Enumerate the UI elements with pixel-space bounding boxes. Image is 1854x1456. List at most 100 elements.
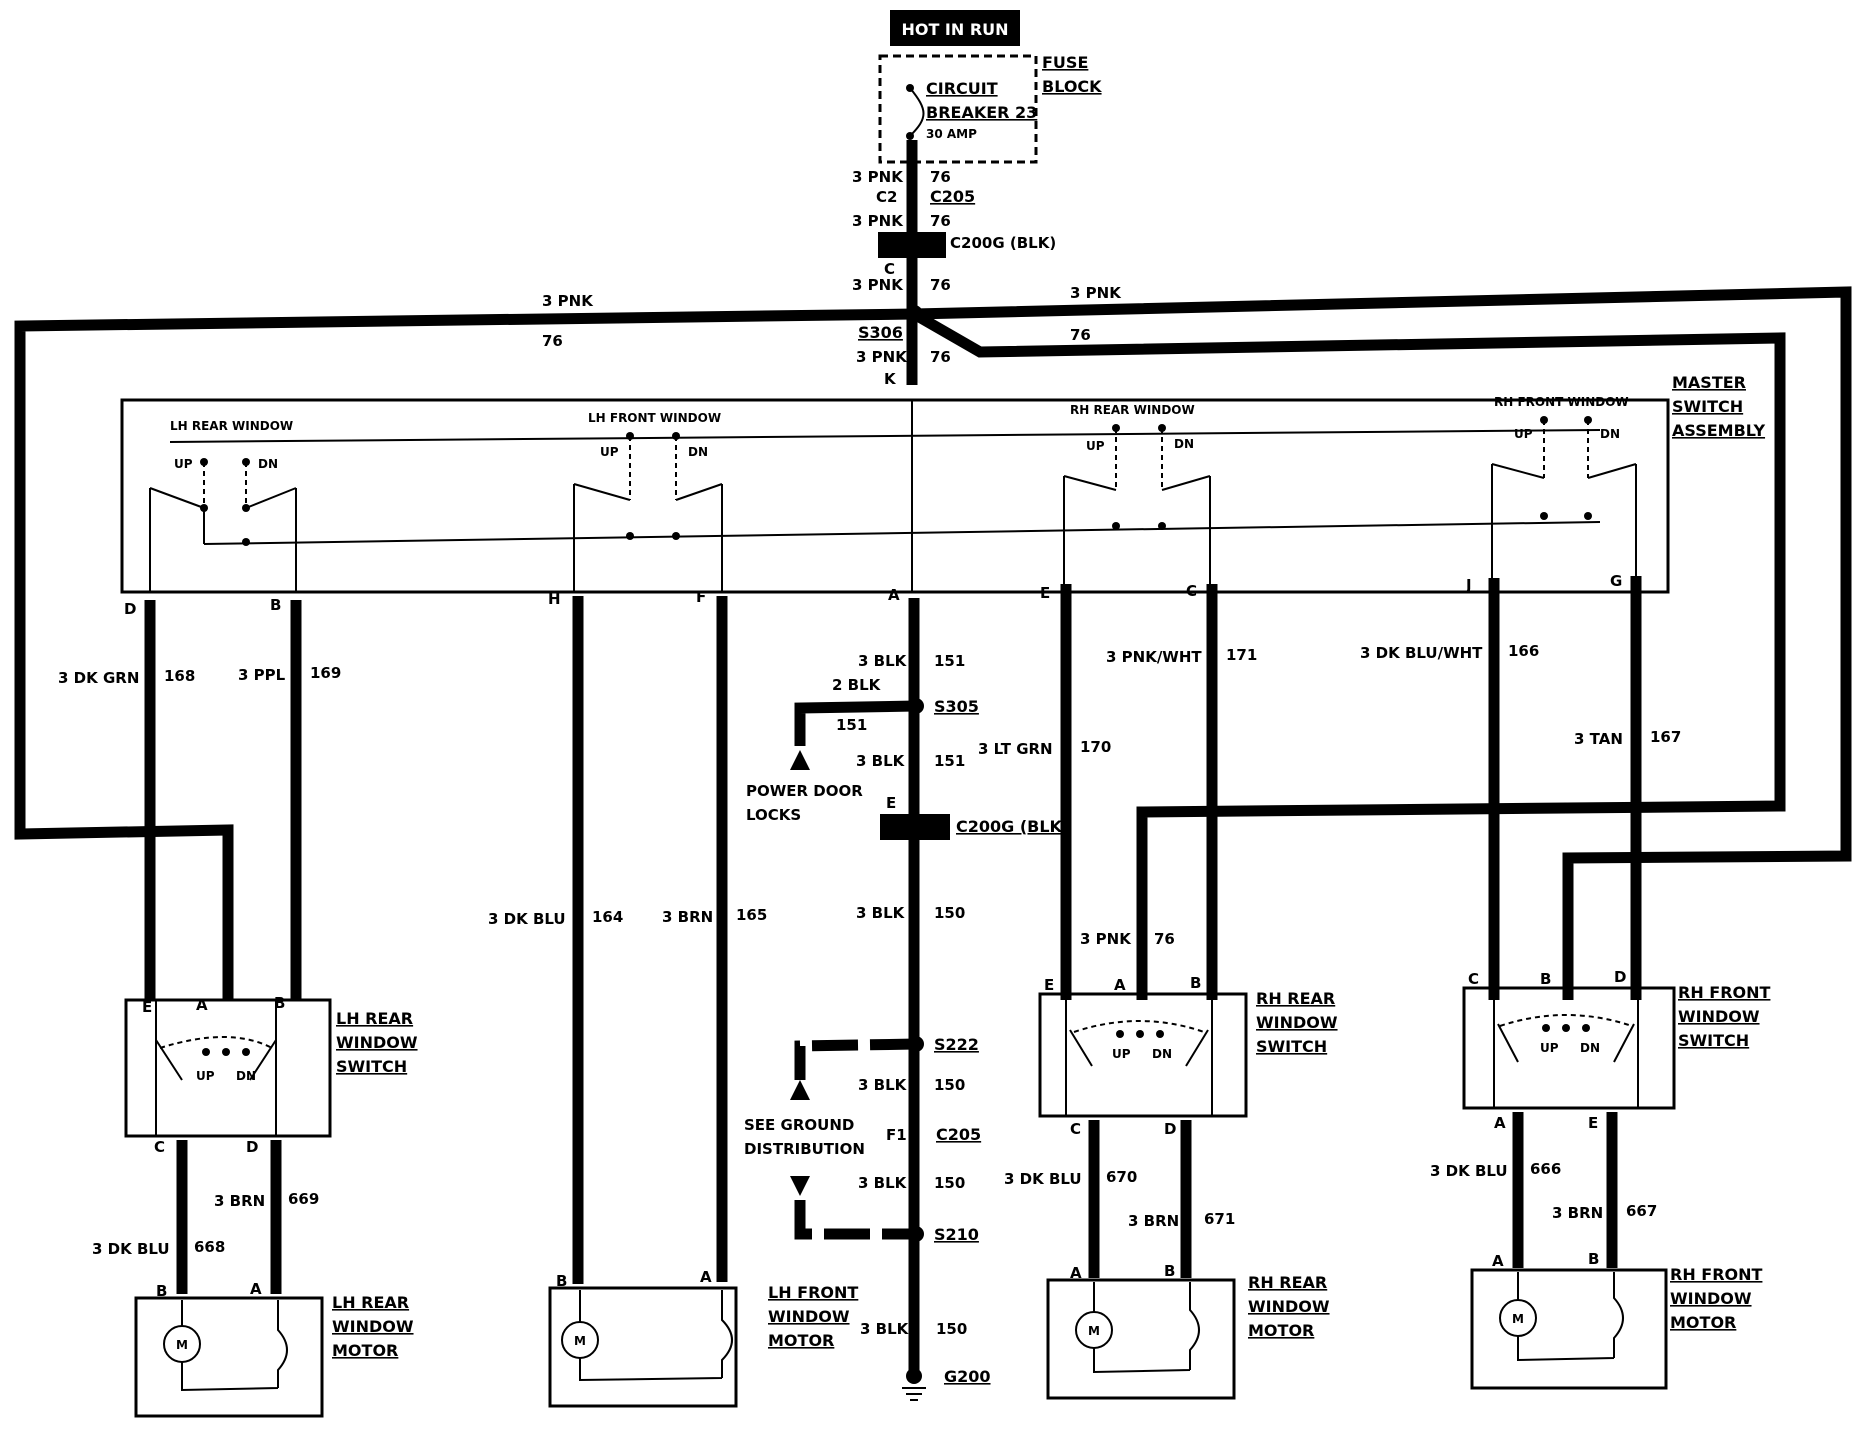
feed-c205: C205 — [930, 187, 975, 206]
g-c205: C205 — [936, 1125, 981, 1144]
rhfs-pin-a: A — [1494, 1114, 1506, 1132]
w165-color: 3 BRN — [662, 908, 713, 926]
w671-num: 671 — [1204, 1210, 1235, 1228]
w171-num: 171 — [1226, 646, 1257, 664]
feed-c2: C2 — [876, 188, 897, 206]
feed-s306: S306 — [858, 323, 903, 342]
w670-color: 3 DK BLU — [1004, 1170, 1082, 1188]
w671-color: 3 BRN — [1128, 1212, 1179, 1230]
rh-rear-motor-box — [1046, 1278, 1236, 1400]
rhfs-linkage — [1499, 1014, 1633, 1027]
rhrm-title-1: RH REAR — [1248, 1273, 1327, 1292]
lhfm-circuit — [579, 1290, 733, 1382]
g-w151b-color: 3 BLK — [856, 752, 906, 770]
g-w150a-num: 150 — [934, 904, 965, 922]
rhfm-circuit — [1517, 1272, 1624, 1362]
feed-c: C — [884, 260, 895, 278]
g-s210: S210 — [934, 1225, 979, 1244]
w76-num: 76 — [1154, 930, 1175, 948]
fuse-block-label-1: FUSE — [1042, 53, 1088, 72]
rhfs-title-3: SWITCH — [1678, 1031, 1749, 1050]
w170-num: 170 — [1080, 738, 1111, 756]
pin-e: E — [1040, 584, 1050, 602]
rhfs-dn: DN — [1580, 1041, 1600, 1055]
g-pdl-2: LOCKS — [746, 806, 801, 824]
pin-d: D — [124, 600, 136, 618]
lh-rear-motor-box — [134, 1296, 324, 1418]
rhrm-pin-a: A — [1070, 1264, 1082, 1282]
lhrs-pin-c: C — [154, 1138, 165, 1156]
lhrs-dn: DN — [236, 1069, 256, 1083]
w170-color: 3 LT GRN — [978, 740, 1053, 758]
w668-color: 3 DK BLU — [92, 1240, 170, 1258]
s305-splice — [908, 698, 924, 714]
lhfm-title-3: MOTOR — [768, 1331, 834, 1350]
g-f1: F1 — [886, 1126, 907, 1144]
lhrs-contacts — [155, 1000, 277, 1136]
feed-num-low: 76 — [930, 276, 951, 294]
power-door-locks-branch — [794, 700, 917, 746]
lhrm-m: M — [176, 1338, 188, 1352]
g-w151a-color: 3 BLK — [858, 652, 908, 670]
lhrs-title-1: LH REAR — [336, 1009, 413, 1028]
lhrs-pin-d: D — [246, 1138, 258, 1156]
master-title-1: MASTER — [1672, 373, 1746, 392]
lhrs-title-2: WINDOW — [336, 1033, 418, 1052]
lh-front-motor-box — [548, 1286, 738, 1408]
lhrm-circuit — [181, 1300, 288, 1392]
rhrs-pin-d: D — [1164, 1120, 1176, 1138]
section-lh-rear: LH REAR WINDOW — [170, 419, 293, 433]
rh-front-motor-box — [1470, 1268, 1668, 1390]
rh-rear-switch-box — [1038, 992, 1248, 1118]
rhrm-title-3: MOTOR — [1248, 1321, 1314, 1340]
rhfs-pin-e: E — [1588, 1114, 1598, 1132]
section-rh-front: RH FRONT WINDOW — [1494, 395, 1629, 409]
feed-num-k: 76 — [930, 348, 951, 366]
s222-branch — [794, 1038, 917, 1080]
lhfm-m: M — [574, 1334, 586, 1348]
rhrm-pin-b: B — [1164, 1262, 1175, 1280]
lhrs-pin-e: E — [142, 998, 152, 1016]
feed-k: K — [884, 370, 897, 388]
master-title-2: SWITCH — [1672, 397, 1743, 416]
g-w150c-color: 3 BLK — [858, 1174, 908, 1192]
breaker-amp: 30 AMP — [926, 127, 977, 141]
c200g-connector-bottom — [880, 814, 950, 840]
rhfs-pin-d: D — [1614, 968, 1626, 986]
rhfs-contacts — [1493, 988, 1639, 1108]
master-rh-rear-switch: UP DN — [1063, 424, 1211, 530]
g-151: 151 — [836, 716, 867, 734]
master-output-leads — [149, 400, 1637, 592]
g-g200: G200 — [944, 1367, 991, 1386]
w667-num: 667 — [1626, 1202, 1657, 1220]
ground-arrow-down — [790, 1176, 810, 1196]
svg-text:UP: UP — [174, 457, 193, 471]
pin-h: H — [548, 590, 561, 608]
w669-num: 669 — [288, 1190, 319, 1208]
lhrs-pin-b: B — [274, 994, 285, 1012]
rhrs-up: UP — [1112, 1047, 1131, 1061]
g-w150d-num: 150 — [936, 1320, 967, 1338]
rhrs-title-2: WINDOW — [1256, 1013, 1338, 1032]
w668-num: 668 — [194, 1238, 225, 1256]
rhrs-pin-e: E — [1044, 976, 1054, 994]
w164-color: 3 DK BLU — [488, 910, 566, 928]
rhrs-dn: DN — [1152, 1047, 1172, 1061]
rhrs-title-3: SWITCH — [1256, 1037, 1327, 1056]
master-lh-front-switch: UP DN — [573, 432, 723, 540]
g-w151b-num: 151 — [934, 752, 965, 770]
w168-num: 168 — [164, 667, 195, 685]
feed-num-mid: 76 — [930, 212, 951, 230]
svg-text:DN: DN — [1174, 437, 1194, 451]
master-lh-rear-switch: UP DN — [149, 457, 1601, 546]
feed-wire-k: 3 PNK — [856, 348, 908, 366]
lhrs-title-3: SWITCH — [336, 1057, 407, 1076]
pin-a: A — [888, 586, 900, 604]
s210-branch — [794, 1200, 916, 1240]
pin-b: B — [270, 596, 281, 614]
g-w151a-num: 151 — [934, 652, 965, 670]
rhfs-title-2: WINDOW — [1678, 1007, 1760, 1026]
g-pdl-1: POWER DOOR — [746, 782, 863, 800]
rhrs-title-1: RH REAR — [1256, 989, 1335, 1008]
rhfs-pin-b: B — [1540, 970, 1551, 988]
